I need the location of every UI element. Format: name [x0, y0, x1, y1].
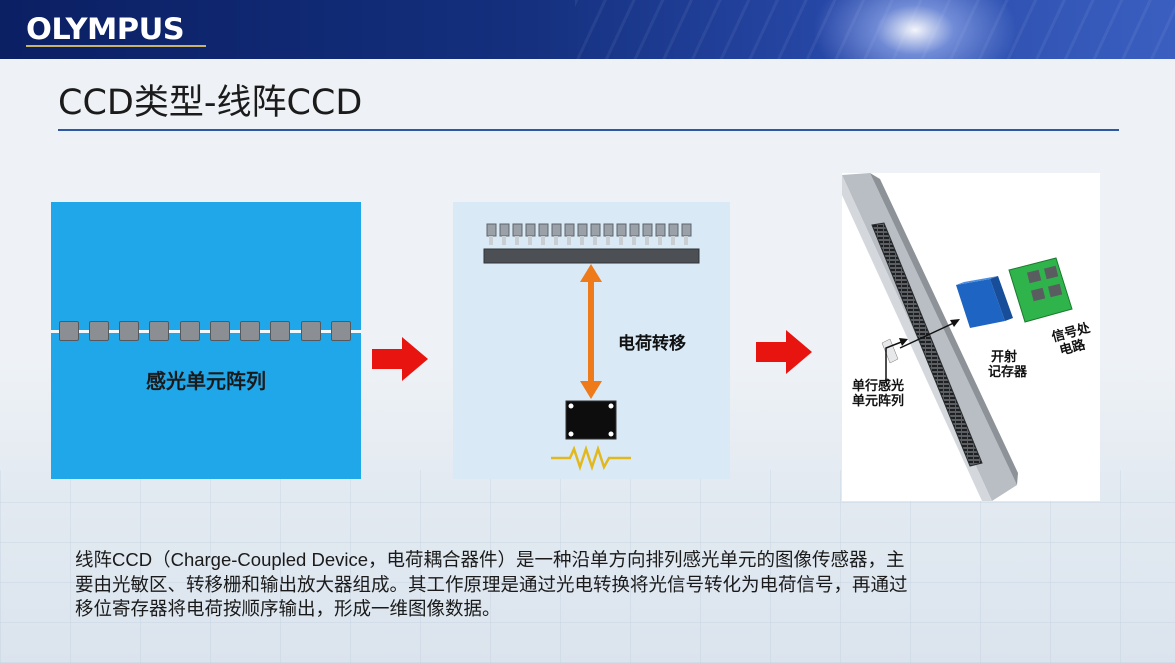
logo-underline [26, 45, 206, 47]
sensor-cell [149, 321, 169, 341]
linear-ccd-diagram [842, 173, 1073, 501]
charge-transfer-figure: 电荷转移 [453, 202, 730, 479]
register-label-line2: 记存器 [988, 364, 1028, 379]
title-divider [58, 129, 1119, 131]
photosensitive-array-figure: 感光单元阵列 [51, 202, 361, 479]
sensor-cell [119, 321, 139, 341]
description-paragraph: 线阵CCD（Charge-Coupled Device，电荷耦合器件）是一种沿单… [75, 548, 1095, 622]
sensor-cell [89, 321, 109, 341]
sensor-array-label-line2: 单元阵列 [852, 393, 905, 408]
sensor-cell [210, 321, 230, 341]
sensor-cell [301, 321, 321, 341]
sensor-array-label-line1: 单行感光 [852, 378, 905, 393]
sensor-cell [331, 321, 351, 341]
sensor-cell [240, 321, 260, 341]
description-line: 线阵CCD（Charge-Coupled Device，电荷耦合器件）是一种沿单… [75, 549, 905, 570]
register-label: 开射 记存器 [988, 349, 1027, 379]
right-arrow-icon [372, 337, 428, 381]
slide-title: CCD类型-线阵CCD [58, 83, 363, 123]
sensor-cell [180, 321, 200, 341]
photosensitive-array-label: 感光单元阵列 [146, 371, 266, 393]
register-label-line1: 开射 [991, 349, 1018, 364]
right-arrow-icon [756, 330, 812, 374]
charge-transfer-label: 电荷转移 [618, 334, 686, 353]
charge-transfer-diagram [483, 223, 700, 471]
sensor-array-label: 单行感光 单元阵列 [852, 378, 904, 408]
array-line [51, 330, 361, 333]
olympus-logo: OLYMPUS [26, 12, 185, 46]
sensor-cell [270, 321, 290, 341]
description-line: 要由光敏区、转移栅和输出放大器组成。其工作原理是通过光电转换将光信号转化为电荷信… [75, 573, 908, 595]
description-line: 移位寄存器将电荷按顺序输出，形成一维图像数据。 [75, 598, 501, 619]
background-grid [0, 470, 1175, 663]
banner-light-glow [805, 0, 1025, 59]
sensor-cell [59, 321, 79, 341]
linear-ccd-figure: 单行感光 单元阵列 开射 记存器 信号处 电路 [842, 173, 1100, 501]
header-banner: OLYMPUS [0, 0, 1175, 59]
